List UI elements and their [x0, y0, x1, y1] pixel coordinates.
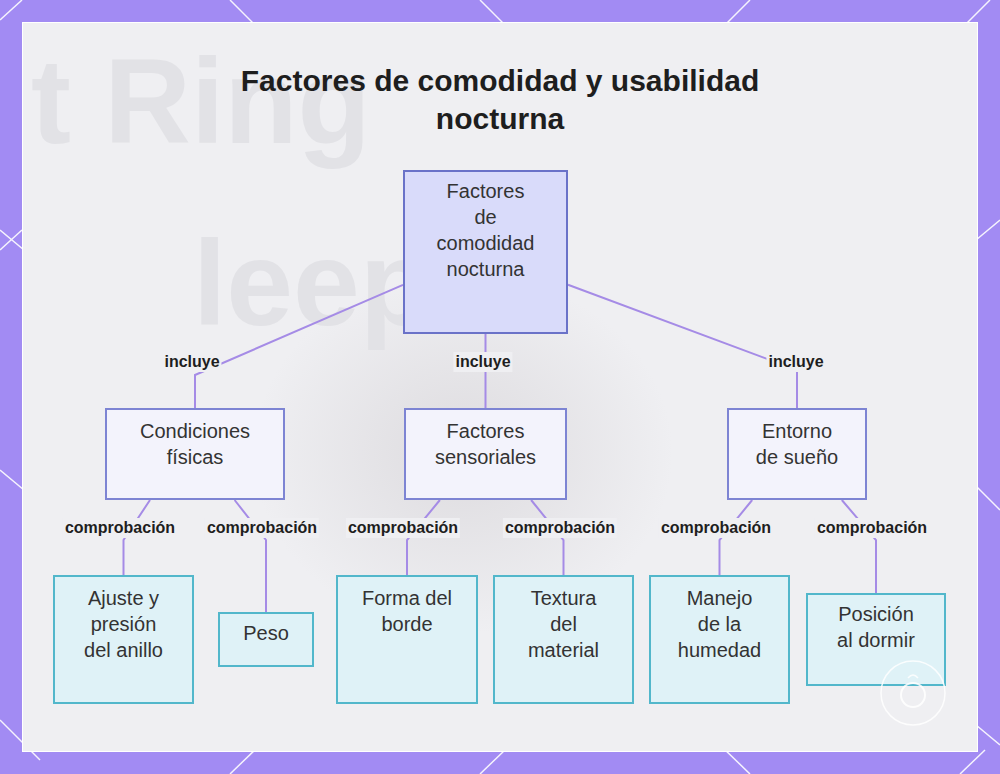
- connector-line: [568, 285, 797, 408]
- connector-line: [235, 500, 266, 612]
- logo-mark: [878, 658, 948, 728]
- connector-line: [195, 285, 403, 408]
- node-text: Entorno de sueño: [752, 418, 842, 470]
- node-text: Textura del material: [517, 585, 610, 663]
- edge-label: incluye: [453, 352, 512, 372]
- node-text: Peso: [243, 620, 289, 646]
- edge-label: comprobación: [815, 518, 929, 538]
- factor-box: Forma del borde: [336, 575, 478, 704]
- node-text: Manejo de la humedad: [675, 585, 764, 663]
- category-box: Condiciones físicas: [105, 408, 285, 500]
- category-box: Entorno de sueño: [727, 408, 867, 500]
- edge-label: incluye: [766, 352, 825, 372]
- edge-label: incluye: [162, 352, 221, 372]
- watermark-text: leep: [193, 223, 433, 343]
- edge-label: comprobación: [659, 518, 773, 538]
- edge-label: comprobación: [346, 518, 460, 538]
- node-text: Posición al dormir: [832, 601, 920, 653]
- factor-box: Ajuste y presión del anillo: [53, 575, 194, 704]
- edge-label: comprobación: [205, 518, 319, 538]
- edge-label: comprobación: [503, 518, 617, 538]
- diagram-title: Factores de comodidad y usabilidad noctu…: [210, 62, 790, 138]
- factor-box: Posición al dormir: [806, 593, 946, 686]
- watermark-text: t Ring: [31, 41, 371, 161]
- factor-box: Peso: [218, 612, 314, 667]
- node-text: Condiciones físicas: [122, 418, 268, 470]
- factor-box: Manejo de la humedad: [649, 575, 790, 704]
- category-box: Factores sensoriales: [404, 408, 567, 500]
- node-text: Ajuste y presión del anillo: [77, 585, 170, 663]
- node-text: Forma del borde: [353, 585, 461, 637]
- factor-box: Textura del material: [493, 575, 634, 704]
- node-text: Factores de comodidad nocturna: [435, 178, 536, 282]
- root-concept-box: Factores de comodidad nocturna: [403, 170, 568, 334]
- connector-line: [842, 500, 876, 593]
- node-text: Factores sensoriales: [421, 418, 550, 470]
- edge-label: comprobación: [63, 518, 177, 538]
